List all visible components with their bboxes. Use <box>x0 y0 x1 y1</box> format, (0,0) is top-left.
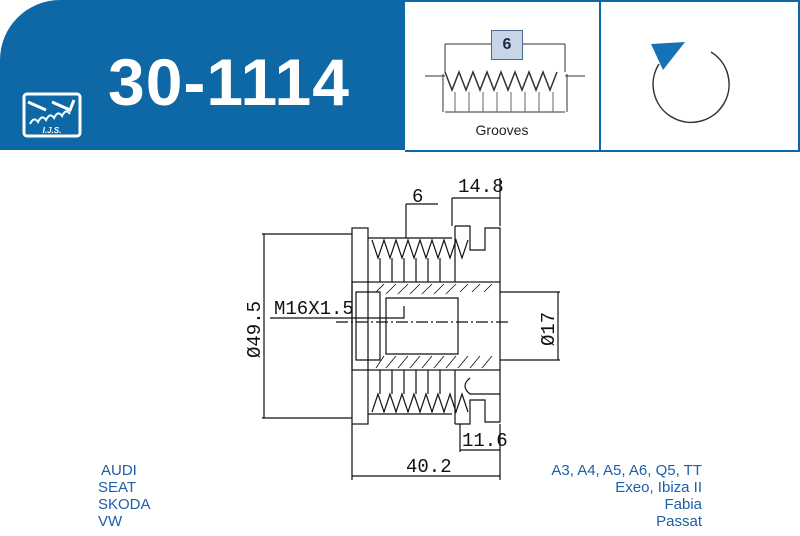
grooves-label: Grooves <box>475 122 529 138</box>
ijs-logo-icon: I.J.S. <box>22 92 82 138</box>
dim-inner-diameter: Ø17 <box>538 312 560 346</box>
dim-width-bottom: 11.6 <box>462 430 508 452</box>
part-number: 30-1114 <box>108 45 350 119</box>
brand-item: SKODA <box>98 496 151 513</box>
header-banner: I.J.S. 30-1114 <box>0 0 405 150</box>
brand-item: VW <box>98 513 123 530</box>
grooves-panel: 6 Grooves <box>405 0 601 152</box>
clockwise-rotation-icon <box>651 42 730 124</box>
model-item: Fabia <box>664 496 702 513</box>
brand-item: AUDI <box>101 462 137 479</box>
model-item: Passat <box>656 513 702 530</box>
model-item: Exeo, Ibiza II <box>615 479 702 496</box>
dim-total-length: 40.2 <box>406 456 452 478</box>
groove-count-badge: 6 <box>491 30 523 60</box>
rotation-panel <box>599 0 800 152</box>
model-item: A3, A4, A5, A6, Q5, TT <box>551 462 702 479</box>
brand-list: AUDI SEAT SKODA VW <box>98 462 151 530</box>
dim-outer-diameter: Ø49.5 <box>244 301 266 358</box>
brand-item: SEAT <box>98 479 137 496</box>
grooves-icon <box>425 43 585 113</box>
dim-width-top: 14.8 <box>458 176 504 198</box>
dim-groove-count: 6 <box>412 186 423 208</box>
dim-thread: M16X1.5 <box>274 298 354 320</box>
model-list: A3, A4, A5, A6, Q5, TT Exeo, Ibiza II Fa… <box>551 462 702 530</box>
svg-text:I.J.S.: I.J.S. <box>43 126 62 135</box>
